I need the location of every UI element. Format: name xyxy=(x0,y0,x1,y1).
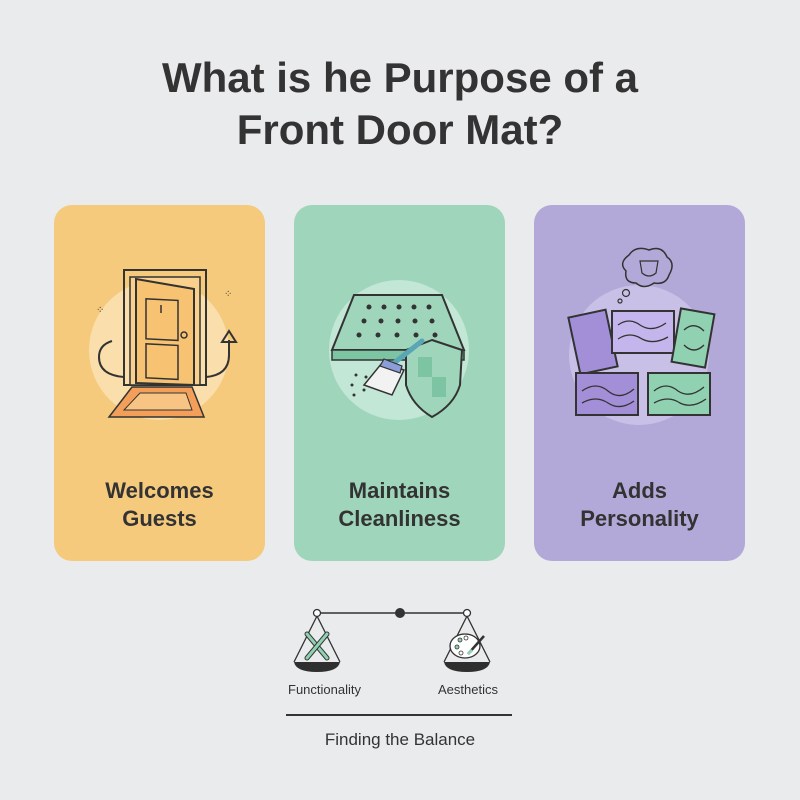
title-line-1: What is he Purpose of a xyxy=(161,54,639,101)
card-label-line-2: Cleanliness xyxy=(338,506,461,531)
aesthetics-label: Aesthetics xyxy=(438,682,498,697)
card-label: Welcomes Guests xyxy=(54,477,265,533)
card-label: Adds Personality xyxy=(534,477,745,533)
functionality-label: Functionality xyxy=(288,682,361,697)
divider xyxy=(286,714,512,716)
card-welcomes-guests: ⁘ ⁘ Welcomes Guests xyxy=(54,205,265,561)
card-maintains-cleanliness: Maintains Cleanliness xyxy=(294,205,505,561)
card-label-line-1: Maintains xyxy=(348,478,451,503)
page-title: What is he Purpose of a Front Door Mat? xyxy=(0,52,800,156)
mat-brush-shield-icon xyxy=(329,280,469,420)
card-label: Maintains Cleanliness xyxy=(294,477,505,533)
card-label-line-2: Guests xyxy=(122,506,197,531)
balance-scale: Functionality Aesthetics Finding the Bal… xyxy=(280,600,520,770)
balance-caption: Finding the Balance xyxy=(324,730,476,749)
title-line-2: Front Door Mat? xyxy=(236,106,564,153)
card-label-line-2: Personality xyxy=(580,506,699,531)
scale-icon xyxy=(293,608,491,672)
mat-designs-icon xyxy=(567,247,716,425)
card-adds-personality: Adds Personality xyxy=(534,205,745,561)
card-label-line-1: Adds xyxy=(612,478,667,503)
card-label-line-1: Welcomes xyxy=(105,478,214,503)
wrench-icon xyxy=(304,631,330,661)
palette-icon xyxy=(449,633,485,659)
svg-text:⁘: ⁘ xyxy=(96,305,104,316)
svg-text:⁘: ⁘ xyxy=(224,289,232,300)
door-mat-icon: ⁘ ⁘ xyxy=(89,269,238,420)
